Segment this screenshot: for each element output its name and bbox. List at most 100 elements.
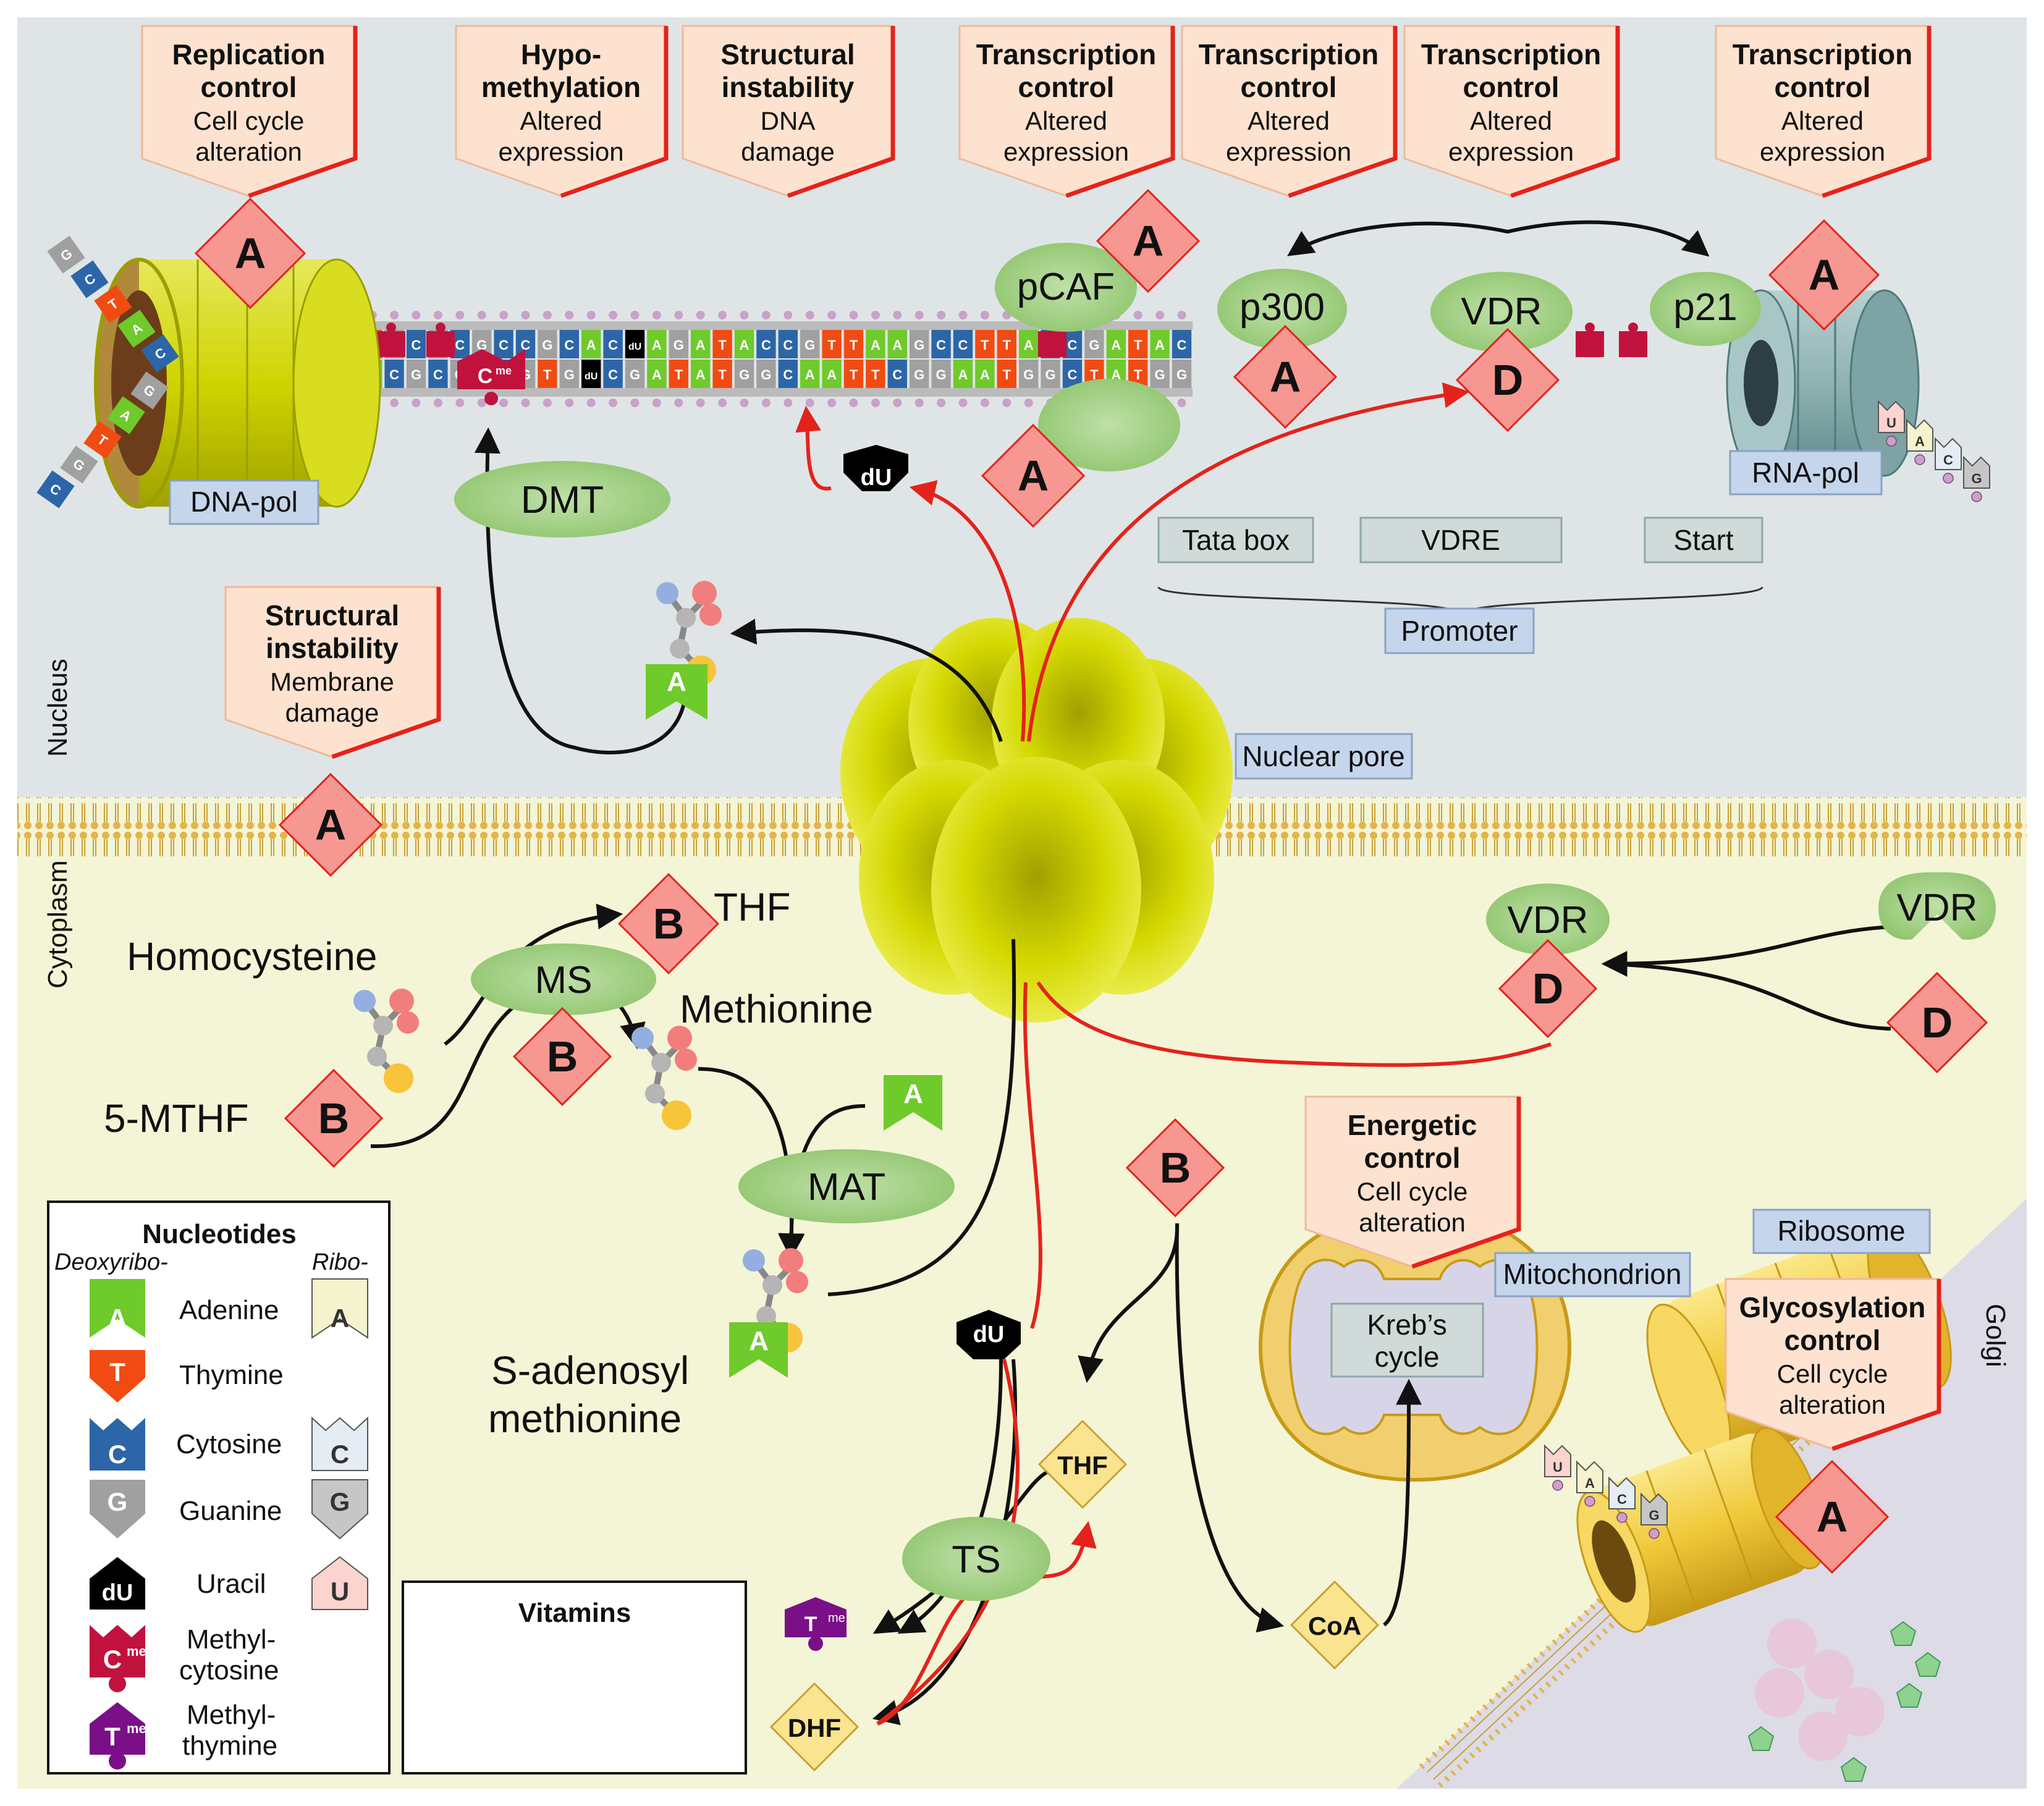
base-bottom [843, 360, 864, 388]
base-top-letter: C [455, 337, 465, 353]
rna-phosphate [1552, 1480, 1563, 1491]
base-top [625, 330, 645, 358]
phosphate-top [849, 311, 858, 319]
rna-base [1608, 1476, 1636, 1509]
base-top [997, 330, 1016, 358]
svg-text:dU: dU [102, 1580, 133, 1606]
methyl-group [1585, 323, 1595, 332]
free-nucleotides: dU dU T me A A A [646, 445, 1021, 1651]
callout-text: alteration [1359, 1208, 1466, 1237]
base-top-letter: C [608, 337, 618, 353]
phosphate-bottom [696, 399, 705, 407]
vitamin-a-letter: A [315, 801, 347, 849]
svg-text:A: A [667, 667, 686, 697]
svg-text:T: T [805, 1613, 817, 1636]
base-bottom-letter: A [805, 367, 815, 382]
callout-text: expression [1760, 137, 1885, 166]
base-top [603, 330, 623, 358]
phosphate-top [783, 311, 793, 319]
vitamin-d-diamond: D [1455, 327, 1560, 433]
svg-text:T: T [104, 1722, 120, 1751]
phosphate-top [718, 311, 727, 319]
svg-text:C: C [478, 365, 493, 388]
phosphate-bottom [958, 399, 968, 407]
adenine-sam: A [729, 1322, 788, 1378]
base-top-letter: C [958, 337, 968, 353]
svg-text:A: A [108, 1304, 127, 1333]
callout-title: methylation [481, 71, 641, 103]
base-top-letter: G [674, 337, 684, 353]
phosphate-bottom [565, 399, 574, 407]
vitamin-a-letter: A [1809, 251, 1840, 299]
base-bottom-letter: C [433, 367, 443, 382]
rna-base-letter: U [1553, 1459, 1563, 1475]
phosphate-bottom [893, 399, 902, 407]
phosphate-bottom [1177, 399, 1186, 407]
vdre-label: VDRE [1421, 524, 1500, 556]
base-bottom-letter: G [1023, 367, 1034, 382]
base-bottom [647, 360, 667, 388]
svg-text:p300: p300 [1239, 286, 1325, 329]
phosphate-bottom [914, 399, 924, 407]
phosphate-top [412, 311, 421, 319]
callout-text: Cell cycle [1357, 1177, 1468, 1206]
phosphate-bottom [1002, 399, 1011, 407]
callout-title: control [1775, 71, 1871, 103]
svg-text:MAT: MAT [808, 1166, 885, 1209]
callout-title: control [1241, 71, 1337, 103]
krebs-label-1: Kreb’s [1367, 1309, 1447, 1341]
krebs-label-2: cycle [1375, 1341, 1440, 1373]
vitamin-b-letter: B [1160, 1144, 1191, 1192]
base-top [538, 330, 557, 358]
callout-text: Membrane [270, 667, 394, 696]
phosphate-top [543, 311, 552, 319]
nuclear-pore-label: Nuclear pore [1242, 740, 1404, 772]
svg-text:C: C [103, 1645, 122, 1674]
phosphate-bottom [609, 399, 618, 407]
vitamins-legend: Vitamins [402, 1580, 747, 1774]
fork-base-upper [94, 285, 132, 323]
legend-symbol-ru: U [311, 1556, 368, 1610]
base-bottom-letter: T [850, 367, 858, 382]
base-bottom [538, 360, 557, 388]
vitamin-a-letter: A [1018, 452, 1049, 500]
rna-phosphate [1971, 491, 1982, 502]
methylcytosine-large [457, 349, 525, 389]
base-top [953, 330, 973, 358]
mat-enzyme [738, 1149, 955, 1223]
phosphate-top [390, 311, 399, 319]
legend-symbol-g: G [90, 1480, 145, 1538]
base-top-letter: C [564, 337, 574, 353]
phosphate-top [477, 311, 486, 319]
phosphate-bottom [586, 399, 596, 407]
base-bottom [931, 360, 951, 388]
cytoplasm-label: Cytoplasm [43, 860, 73, 989]
legend-thymine: Thymine [179, 1360, 284, 1390]
phosphate-top [980, 311, 989, 319]
phosphate-top [565, 311, 574, 319]
ribosome-label: Ribosome [1777, 1215, 1905, 1247]
svg-text:VDR: VDR [1461, 290, 1542, 333]
vitamin-a-diamond: A [278, 772, 383, 877]
phosphate-bottom [543, 399, 552, 407]
base-bottom [1172, 360, 1192, 388]
legend-cytosine: Cytosine [176, 1429, 282, 1459]
callout-title: Replication [172, 38, 326, 70]
base-top-letter: C [521, 337, 531, 353]
rna-base-letter: G [1649, 1508, 1659, 1523]
nuclear-pore [840, 618, 1233, 1023]
phosphate-top [609, 311, 618, 319]
golgi-label: Golgi [1980, 1304, 2011, 1367]
base-bottom [1019, 360, 1039, 388]
base-top [559, 330, 579, 358]
svg-text:G: G [108, 1487, 128, 1516]
vitamin-a-letter: A [1270, 353, 1301, 401]
svg-text:me: me [828, 1611, 845, 1625]
svg-text:A: A [331, 1304, 349, 1333]
base-top [1172, 330, 1192, 358]
callout-title: Structural [265, 599, 399, 631]
vitamin-a-letter: A [235, 229, 266, 277]
